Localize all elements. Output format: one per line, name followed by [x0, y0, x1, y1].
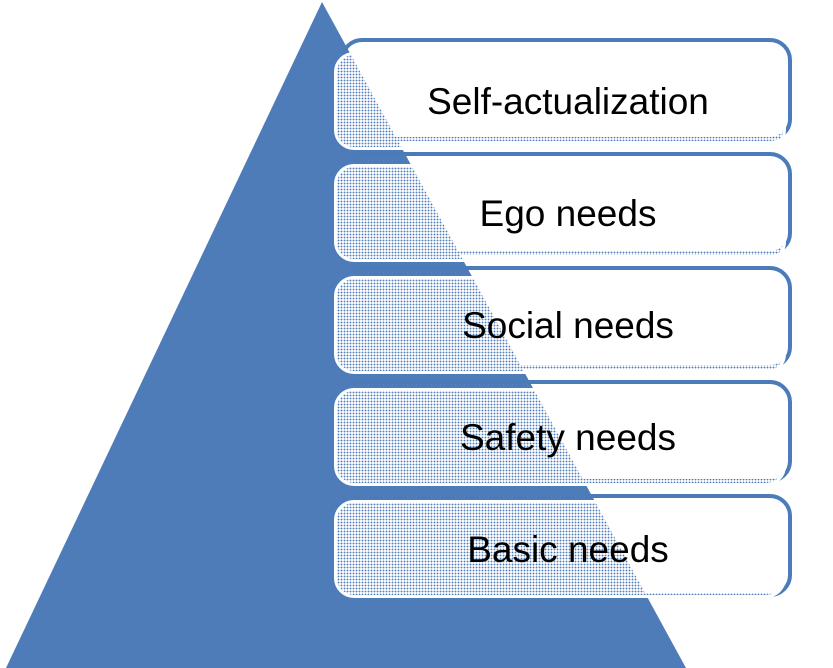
- level-label-basic-needs: Basic needs: [467, 528, 669, 570]
- level-box-basic-needs: Basic needs: [334, 500, 786, 598]
- level-label-social-needs: Social needs: [462, 304, 674, 346]
- level-label-ego-needs: Ego needs: [479, 192, 657, 234]
- level-box-ego-needs: Ego needs: [334, 164, 786, 262]
- level-box-social-needs: Social needs: [334, 276, 786, 374]
- level-label-safety-needs: Safety needs: [460, 416, 676, 458]
- level-box-safety-needs: Safety needs: [334, 388, 786, 486]
- level-label-self-actualization: Self-actualization: [427, 80, 709, 122]
- level-box-self-actualization: Self-actualization: [334, 52, 786, 150]
